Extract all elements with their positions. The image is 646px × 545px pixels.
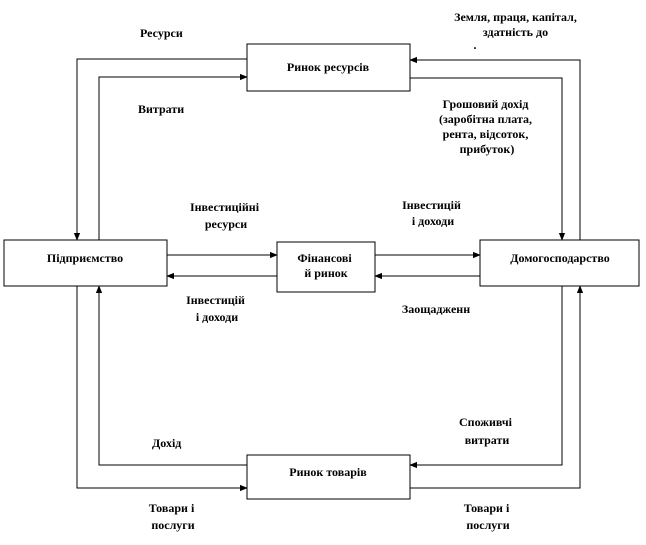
- label-investment-income-household-line-1: Інвестицій: [402, 198, 461, 212]
- label-goods-services-left: Товари і послуги: [149, 501, 198, 532]
- edge-expenses: [98, 73, 248, 240]
- label-investment-income-enterprise: Інвестицій і доходи: [186, 293, 248, 324]
- label-goods-services-right-line-2: послуги: [466, 518, 509, 532]
- edge-resources: [73, 58, 247, 241]
- node-goods-market: Ринок товарів: [246, 454, 411, 500]
- label-money-income: Грошовий дохід (заробітна плата, рента, …: [439, 97, 535, 156]
- label-money-income-line-1: Грошовий дохід: [443, 97, 529, 111]
- label-resources: Ресурси: [140, 26, 183, 40]
- label-expenses-line: Витрати: [138, 102, 184, 116]
- label-land-labor-line-3: .: [474, 38, 477, 52]
- label-income-line: Дохід: [152, 436, 181, 450]
- node-resource-market-label-line: Ринок ресурсів: [287, 60, 370, 74]
- node-household: Домогосподарство: [479, 239, 640, 287]
- node-financial-market-label-line-1: Фінансові: [297, 251, 352, 265]
- node-resource-market-label: Ринок ресурсів: [287, 60, 370, 74]
- edge-consumer-spending: [409, 286, 563, 469]
- label-expenses: Витрати: [138, 102, 184, 116]
- node-financial-market: Фінансові й ринок: [276, 241, 376, 293]
- label-land-labor-line-2: здатність до: [483, 25, 548, 39]
- edge-income: [95, 285, 247, 466]
- label-money-income-line-4: прибуток): [460, 142, 515, 156]
- label-consumer-spending-line-2: витрати: [465, 433, 510, 447]
- label-consumer-spending: Споживчі витрати: [459, 415, 515, 447]
- label-savings-line: Заощадженн: [402, 302, 470, 316]
- label-investment-income-household: Інвестицій і доходи: [402, 198, 464, 228]
- node-financial-market-label-line-2: й ринок: [304, 266, 347, 280]
- node-goods-market-label-line: Ринок товарів: [289, 465, 367, 479]
- label-investment-income-enterprise-line-2: і доходи: [196, 310, 238, 324]
- node-enterprise: Підприємство: [3, 239, 168, 287]
- label-money-income-line-2: (заробітна плата,: [439, 112, 532, 126]
- label-goods-services-right: Товари і послуги: [464, 501, 513, 532]
- label-savings: Заощадженн: [402, 302, 470, 316]
- label-consumer-spending-line-1: Споживчі: [459, 415, 513, 429]
- edge-money-income: [410, 77, 566, 241]
- label-goods-services-right-line-1: Товари і: [464, 501, 510, 515]
- node-goods-market-label: Ринок товарів: [289, 465, 367, 479]
- label-money-income-line-3: рента, відсоток,: [443, 127, 529, 141]
- node-financial-market-label: Фінансові й ринок: [297, 251, 354, 280]
- node-household-label-line: Домогосподарство: [510, 251, 609, 265]
- label-income: Дохід: [152, 436, 181, 450]
- node-household-label: Домогосподарство: [510, 251, 609, 265]
- label-investment-resources-line-2: ресурси: [205, 217, 247, 231]
- label-resources-line: Ресурси: [140, 26, 183, 40]
- label-investment-income-enterprise-line-1: Інвестицій: [186, 293, 245, 307]
- label-goods-services-left-line-1: Товари і: [149, 501, 195, 515]
- edge-goods-services-right: [410, 285, 584, 489]
- label-land-labor: Земля, праця, капітал, здатність до .: [454, 10, 580, 52]
- label-goods-services-left-line-2: послуги: [151, 518, 194, 532]
- node-enterprise-label-line: Підприємство: [47, 251, 123, 265]
- edge-land-labor: [409, 56, 581, 240]
- label-investment-income-household-line-2: і доходи: [412, 214, 454, 228]
- label-investment-resources: Інвестиційні ресурси: [190, 200, 262, 231]
- node-resource-market: Ринок ресурсів: [246, 43, 411, 92]
- node-enterprise-label: Підприємство: [47, 251, 123, 265]
- edge-goods-services-left: [76, 286, 248, 492]
- label-investment-resources-line-1: Інвестиційні: [190, 200, 260, 214]
- label-land-labor-line-1: Земля, праця, капітал,: [454, 10, 577, 24]
